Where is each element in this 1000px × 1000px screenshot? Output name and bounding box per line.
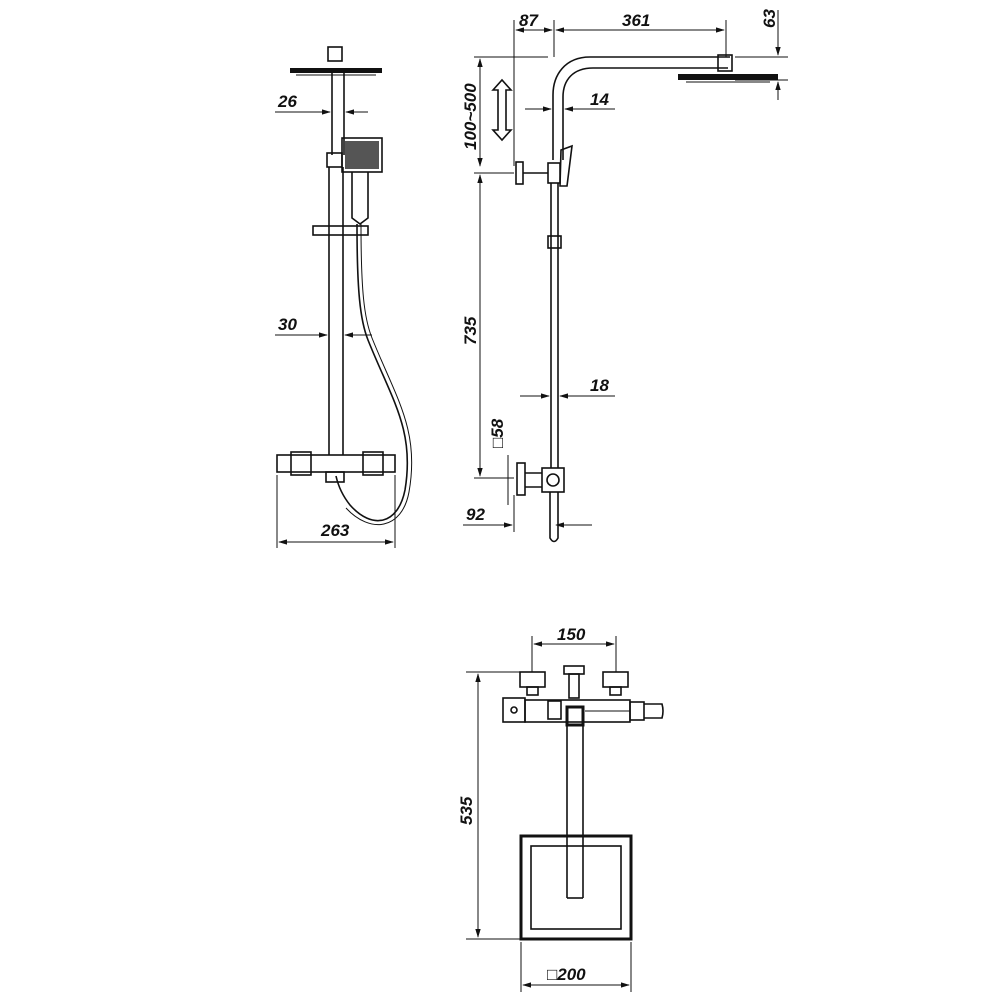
dim-rail-height: 735	[461, 172, 514, 479]
shower-arm	[552, 56, 730, 160]
hand-shower	[341, 137, 383, 225]
dim-adjust-range: 100~500	[461, 56, 548, 167]
dim-head-height: 63	[735, 9, 788, 100]
right-control-knob	[602, 671, 629, 696]
left-control-knob	[519, 671, 546, 696]
shower-hose	[335, 223, 409, 522]
dim-inlet-spacing-label: 150	[557, 625, 586, 644]
center-diverter	[563, 665, 585, 699]
dim-total-depth-label: 535	[457, 796, 476, 825]
top-mixer-body	[502, 697, 664, 723]
side-hand-shower	[559, 144, 573, 187]
dim-head-pipe-label: 26	[277, 92, 297, 111]
overhead-shower-head	[290, 46, 382, 76]
dim-square-fitting-label: □58	[488, 418, 507, 448]
dim-rail-height-label: 735	[461, 316, 480, 345]
dim-head-square-label: □200	[547, 965, 586, 984]
top-view: 150 535 □200	[457, 625, 664, 992]
top-riser-pipe	[565, 705, 585, 899]
front-view: 26 30 263	[275, 46, 413, 548]
top-square-shower-head	[519, 834, 633, 941]
dim-square-fitting: □58	[488, 418, 509, 505]
dim-mixer-width-label: 263	[320, 521, 350, 540]
side-mixer-body	[516, 462, 565, 543]
dim-inlet-spacing: 150	[531, 625, 617, 672]
dim-adjust-range-label: 100~500	[461, 83, 480, 150]
dim-head-height-label: 63	[760, 9, 779, 28]
dim-offset-label: 87	[519, 11, 539, 30]
dim-arm-pipe: 14	[525, 90, 615, 112]
side-rail-joint	[547, 235, 562, 249]
dim-rail-pipe: 18	[520, 376, 615, 399]
dim-head-square: □200	[520, 942, 632, 992]
dim-offset: 87	[513, 11, 555, 166]
dim-arm-length-label: 361	[622, 11, 650, 30]
side-shower-head	[678, 54, 778, 83]
thermostatic-mixer-bar	[276, 451, 396, 483]
slide-rail	[328, 167, 344, 455]
shelf-tray	[312, 225, 369, 236]
dim-wall-offset-label: 92	[466, 505, 485, 524]
dim-arm-length: 361	[555, 11, 727, 57]
dim-total-depth: 535	[457, 671, 520, 940]
dim-head-pipe: 26	[275, 92, 368, 115]
side-height-adjuster	[515, 161, 561, 185]
dim-rail-label: 30	[278, 315, 297, 334]
dim-arm-pipe-label: 14	[590, 90, 609, 109]
dim-wall-offset: 92	[463, 495, 592, 532]
dim-mixer-width: 263	[276, 475, 396, 548]
hand-shower-holder	[326, 152, 343, 168]
side-view: 87 361 63 100~500 14 735	[461, 9, 788, 543]
adjust-range-arrow	[491, 78, 513, 142]
dim-rail-pipe-label: 18	[590, 376, 609, 395]
upper-riser-pipe	[331, 73, 345, 155]
dim-rail: 30	[275, 315, 372, 338]
